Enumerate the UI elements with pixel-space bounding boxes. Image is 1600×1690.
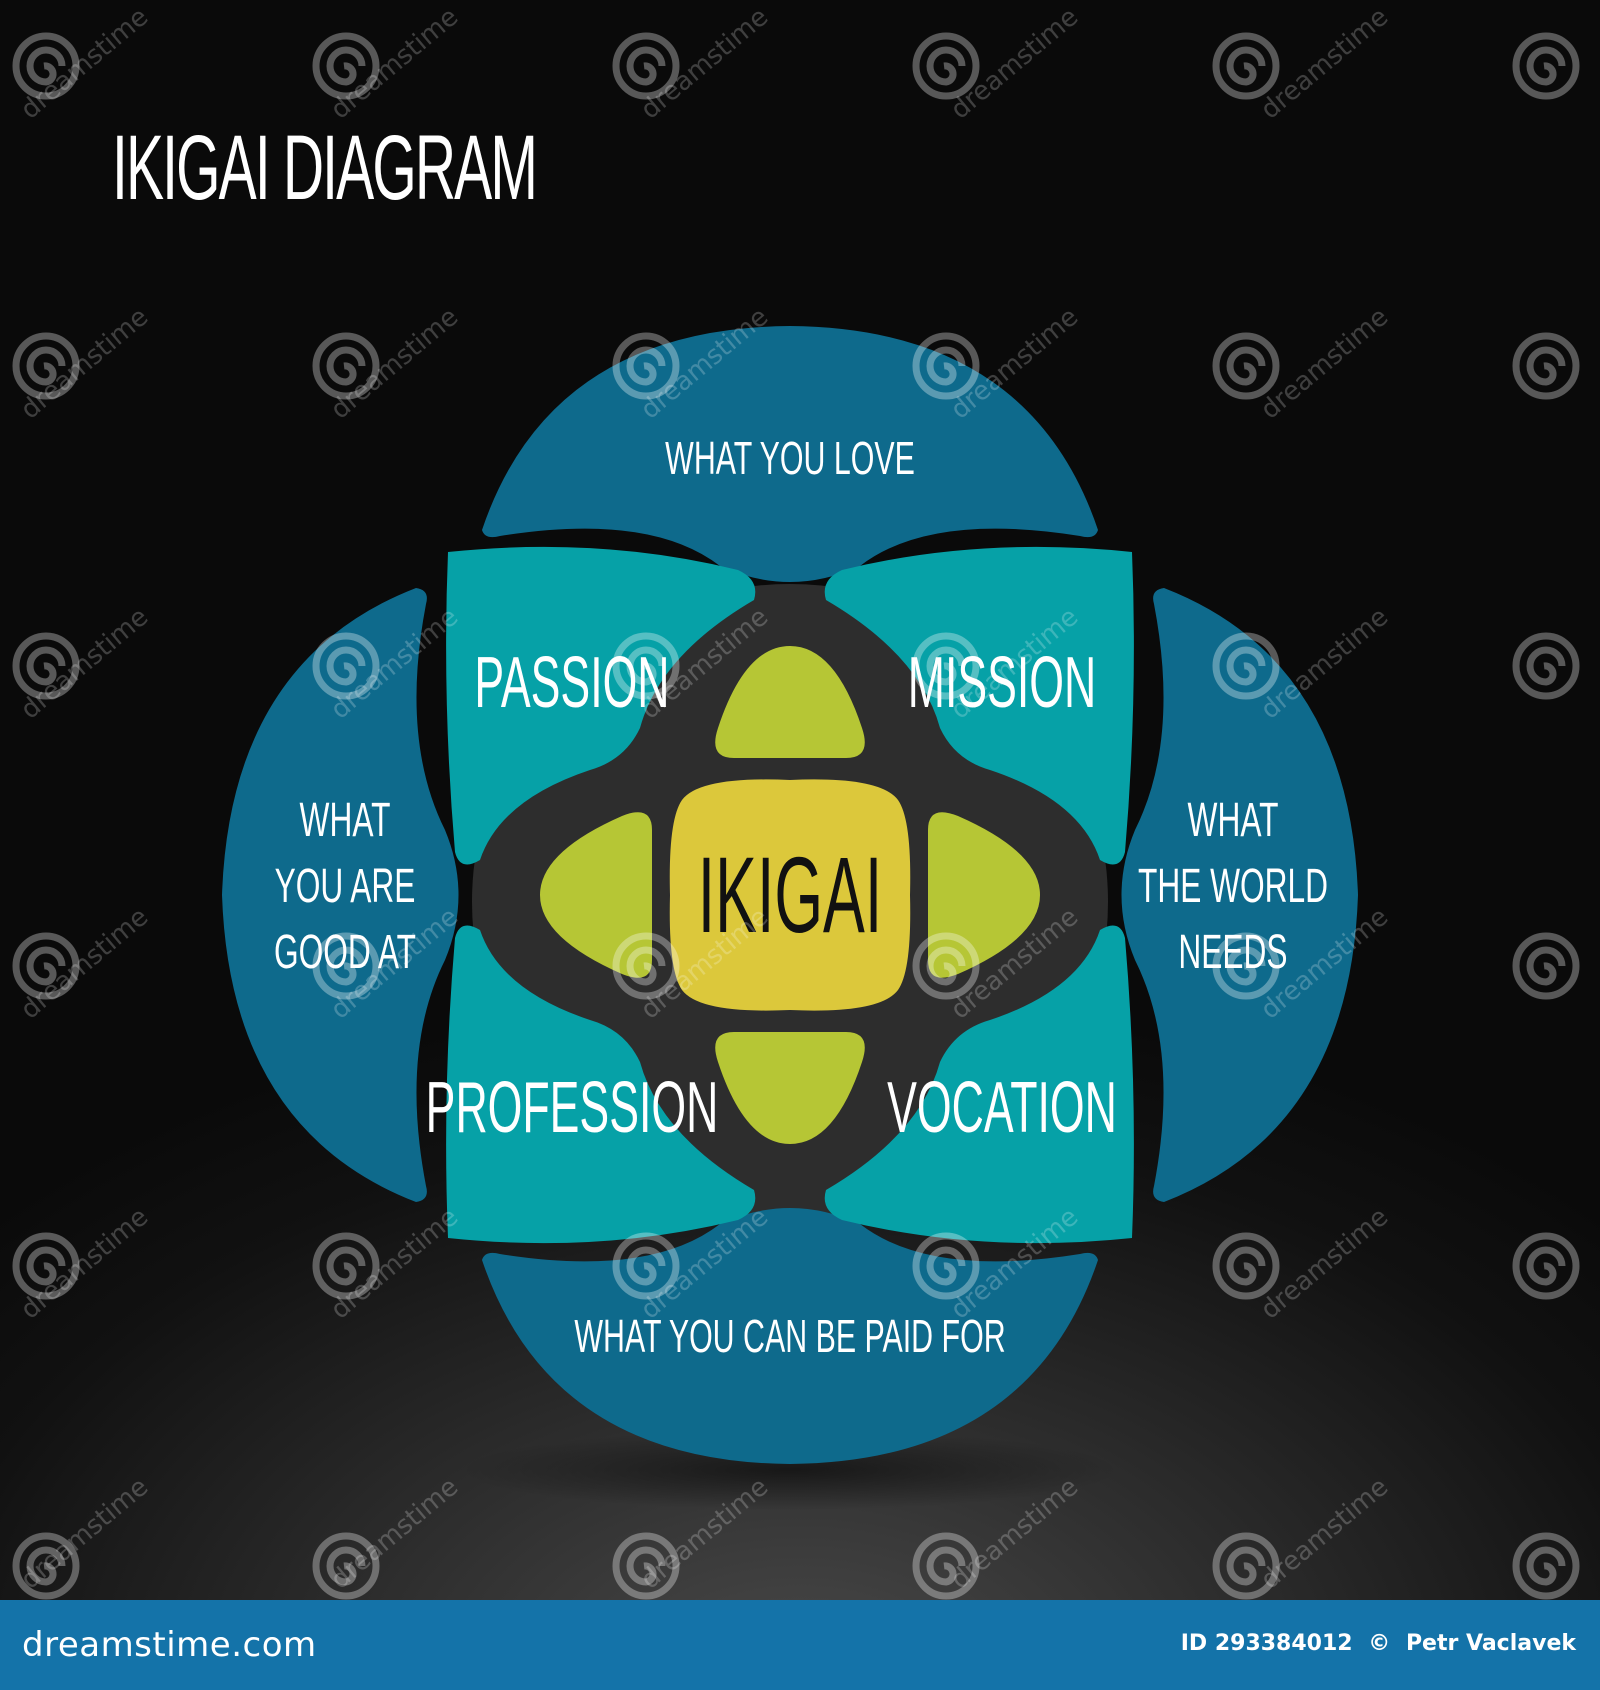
watermark-spiral-icon <box>912 332 980 400</box>
watermark-spiral-icon <box>12 1232 80 1300</box>
intersection-left <box>540 812 652 978</box>
label-world-needs-line-3: NEEDS <box>1178 924 1287 978</box>
copyright-icon: © <box>1368 1631 1391 1656</box>
watermark-spiral-icon <box>912 1532 980 1600</box>
label-good-at-line-2: YOU ARE <box>275 858 416 912</box>
lobe-what-you-are-good-at <box>222 588 459 1202</box>
intersection-bottom <box>715 1032 865 1144</box>
watermark-spiral-icon <box>312 332 380 400</box>
label-what-you-love: WHAT YOU LOVE <box>665 434 915 485</box>
watermark-spiral-icon <box>912 632 980 700</box>
watermark-spiral-icon <box>312 1232 380 1300</box>
intersection-shapes <box>540 646 1040 1144</box>
watermark-spiral-icon <box>1512 1532 1580 1600</box>
author-name: Petr Vaclavek <box>1405 1631 1576 1656</box>
watermark-spiral-icon <box>612 932 680 1000</box>
watermark-text: dreamstime <box>15 602 154 725</box>
lobe-what-you-can-be-paid-for <box>482 1208 1098 1464</box>
watermark-text: dreamstime <box>15 1202 154 1325</box>
inner-labels: PASSION MISSION PROFESSION VOCATION <box>426 642 1117 1148</box>
lobe-what-the-world-needs <box>1121 588 1358 1202</box>
watermark-text: dreamstime <box>15 902 154 1025</box>
page-title: IKIGAI DIAGRAM <box>112 117 538 219</box>
watermark-spiral-icon <box>12 32 80 100</box>
watermark-spiral-icon <box>312 632 380 700</box>
watermark-spiral-icon <box>912 1232 980 1300</box>
label-what-you-can-be-paid-for: WHAT YOU CAN BE PAID FOR <box>574 1312 1005 1363</box>
watermark-spiral-icon <box>1212 1532 1280 1600</box>
watermark-spiral-icon <box>612 1532 680 1600</box>
watermark-spiral-icon <box>1512 1232 1580 1300</box>
watermark-spiral-icon <box>912 32 980 100</box>
image-id: ID 293384012 <box>1180 1631 1353 1656</box>
label-mission: MISSION <box>908 642 1096 723</box>
watermark-spiral-icon <box>12 932 80 1000</box>
label-passion: PASSION <box>474 642 669 723</box>
intersection-right <box>928 812 1040 978</box>
watermark-spiral-icon <box>312 1532 380 1600</box>
watermark-spiral-icon <box>12 1532 80 1600</box>
ikigai-center-shape <box>669 779 911 1011</box>
watermark-spiral-icon <box>612 1232 680 1300</box>
watermark-spiral-icon <box>1512 332 1580 400</box>
label-what-you-are-good-at: WHAT YOU ARE GOOD AT <box>274 792 416 978</box>
watermark-spiral-icon <box>1212 332 1280 400</box>
petal-profession <box>446 925 756 1244</box>
label-ikigai: IKIGAI <box>698 834 882 955</box>
inner-petals <box>446 546 1134 1244</box>
label-good-at-line-3: GOOD AT <box>274 924 416 978</box>
watermark-spiral-icon <box>312 932 380 1000</box>
footer-credit: ID 293384012 © Petr Vaclavek <box>1181 1624 1576 1664</box>
label-good-at-line-1: WHAT <box>300 792 391 846</box>
watermark-text: dreamstime <box>1255 1472 1394 1595</box>
watermark-spiral-icon <box>612 332 680 400</box>
label-world-needs-line-2: THE WORLD <box>1138 858 1328 912</box>
watermark-text: dreamstime <box>15 2 154 125</box>
label-profession: PROFESSION <box>426 1067 719 1148</box>
watermark-spiral-icon <box>1212 932 1280 1000</box>
intersection-top <box>715 646 865 758</box>
footer-bar: dreamstime.com ID 293384012 © Petr Vacla… <box>0 1600 1600 1690</box>
watermark-spiral-icon <box>1212 1232 1280 1300</box>
petal-mission <box>824 546 1134 865</box>
petal-passion <box>446 546 756 865</box>
lobe-what-you-love <box>482 326 1098 582</box>
watermark-spiral-icon <box>312 32 380 100</box>
watermark-spiral-icon <box>912 932 980 1000</box>
label-world-needs-line-1: WHAT <box>1188 792 1279 846</box>
watermark-text: dreamstime <box>945 2 1084 125</box>
petal-vocation <box>824 925 1134 1244</box>
watermark-spiral-icon <box>1512 32 1580 100</box>
footer-brand: dreamstime.com <box>22 1625 317 1665</box>
watermark-spiral-icon <box>1212 32 1280 100</box>
diagram-shadow <box>460 1430 1120 1510</box>
watermark-spiral-icon <box>1512 932 1580 1000</box>
watermark-text: dreamstime <box>15 302 154 425</box>
label-vocation: VOCATION <box>887 1067 1117 1148</box>
outer-lobes <box>222 326 1358 1464</box>
label-what-the-world-needs: WHAT THE WORLD NEEDS <box>1138 792 1328 978</box>
watermark-spiral-icon <box>12 332 80 400</box>
outer-labels: WHAT YOU LOVE WHAT YOU CAN BE PAID FOR W… <box>274 434 1328 1363</box>
watermark-spiral-icon <box>612 32 680 100</box>
watermark-spiral-icon <box>12 632 80 700</box>
watermark-spiral-icon <box>612 632 680 700</box>
watermark-text: dreamstime <box>15 1472 154 1595</box>
watermark-spiral-icon <box>1212 632 1280 700</box>
watermark-spiral-icon <box>1512 632 1580 700</box>
watermark-text: dreamstime <box>635 2 774 125</box>
